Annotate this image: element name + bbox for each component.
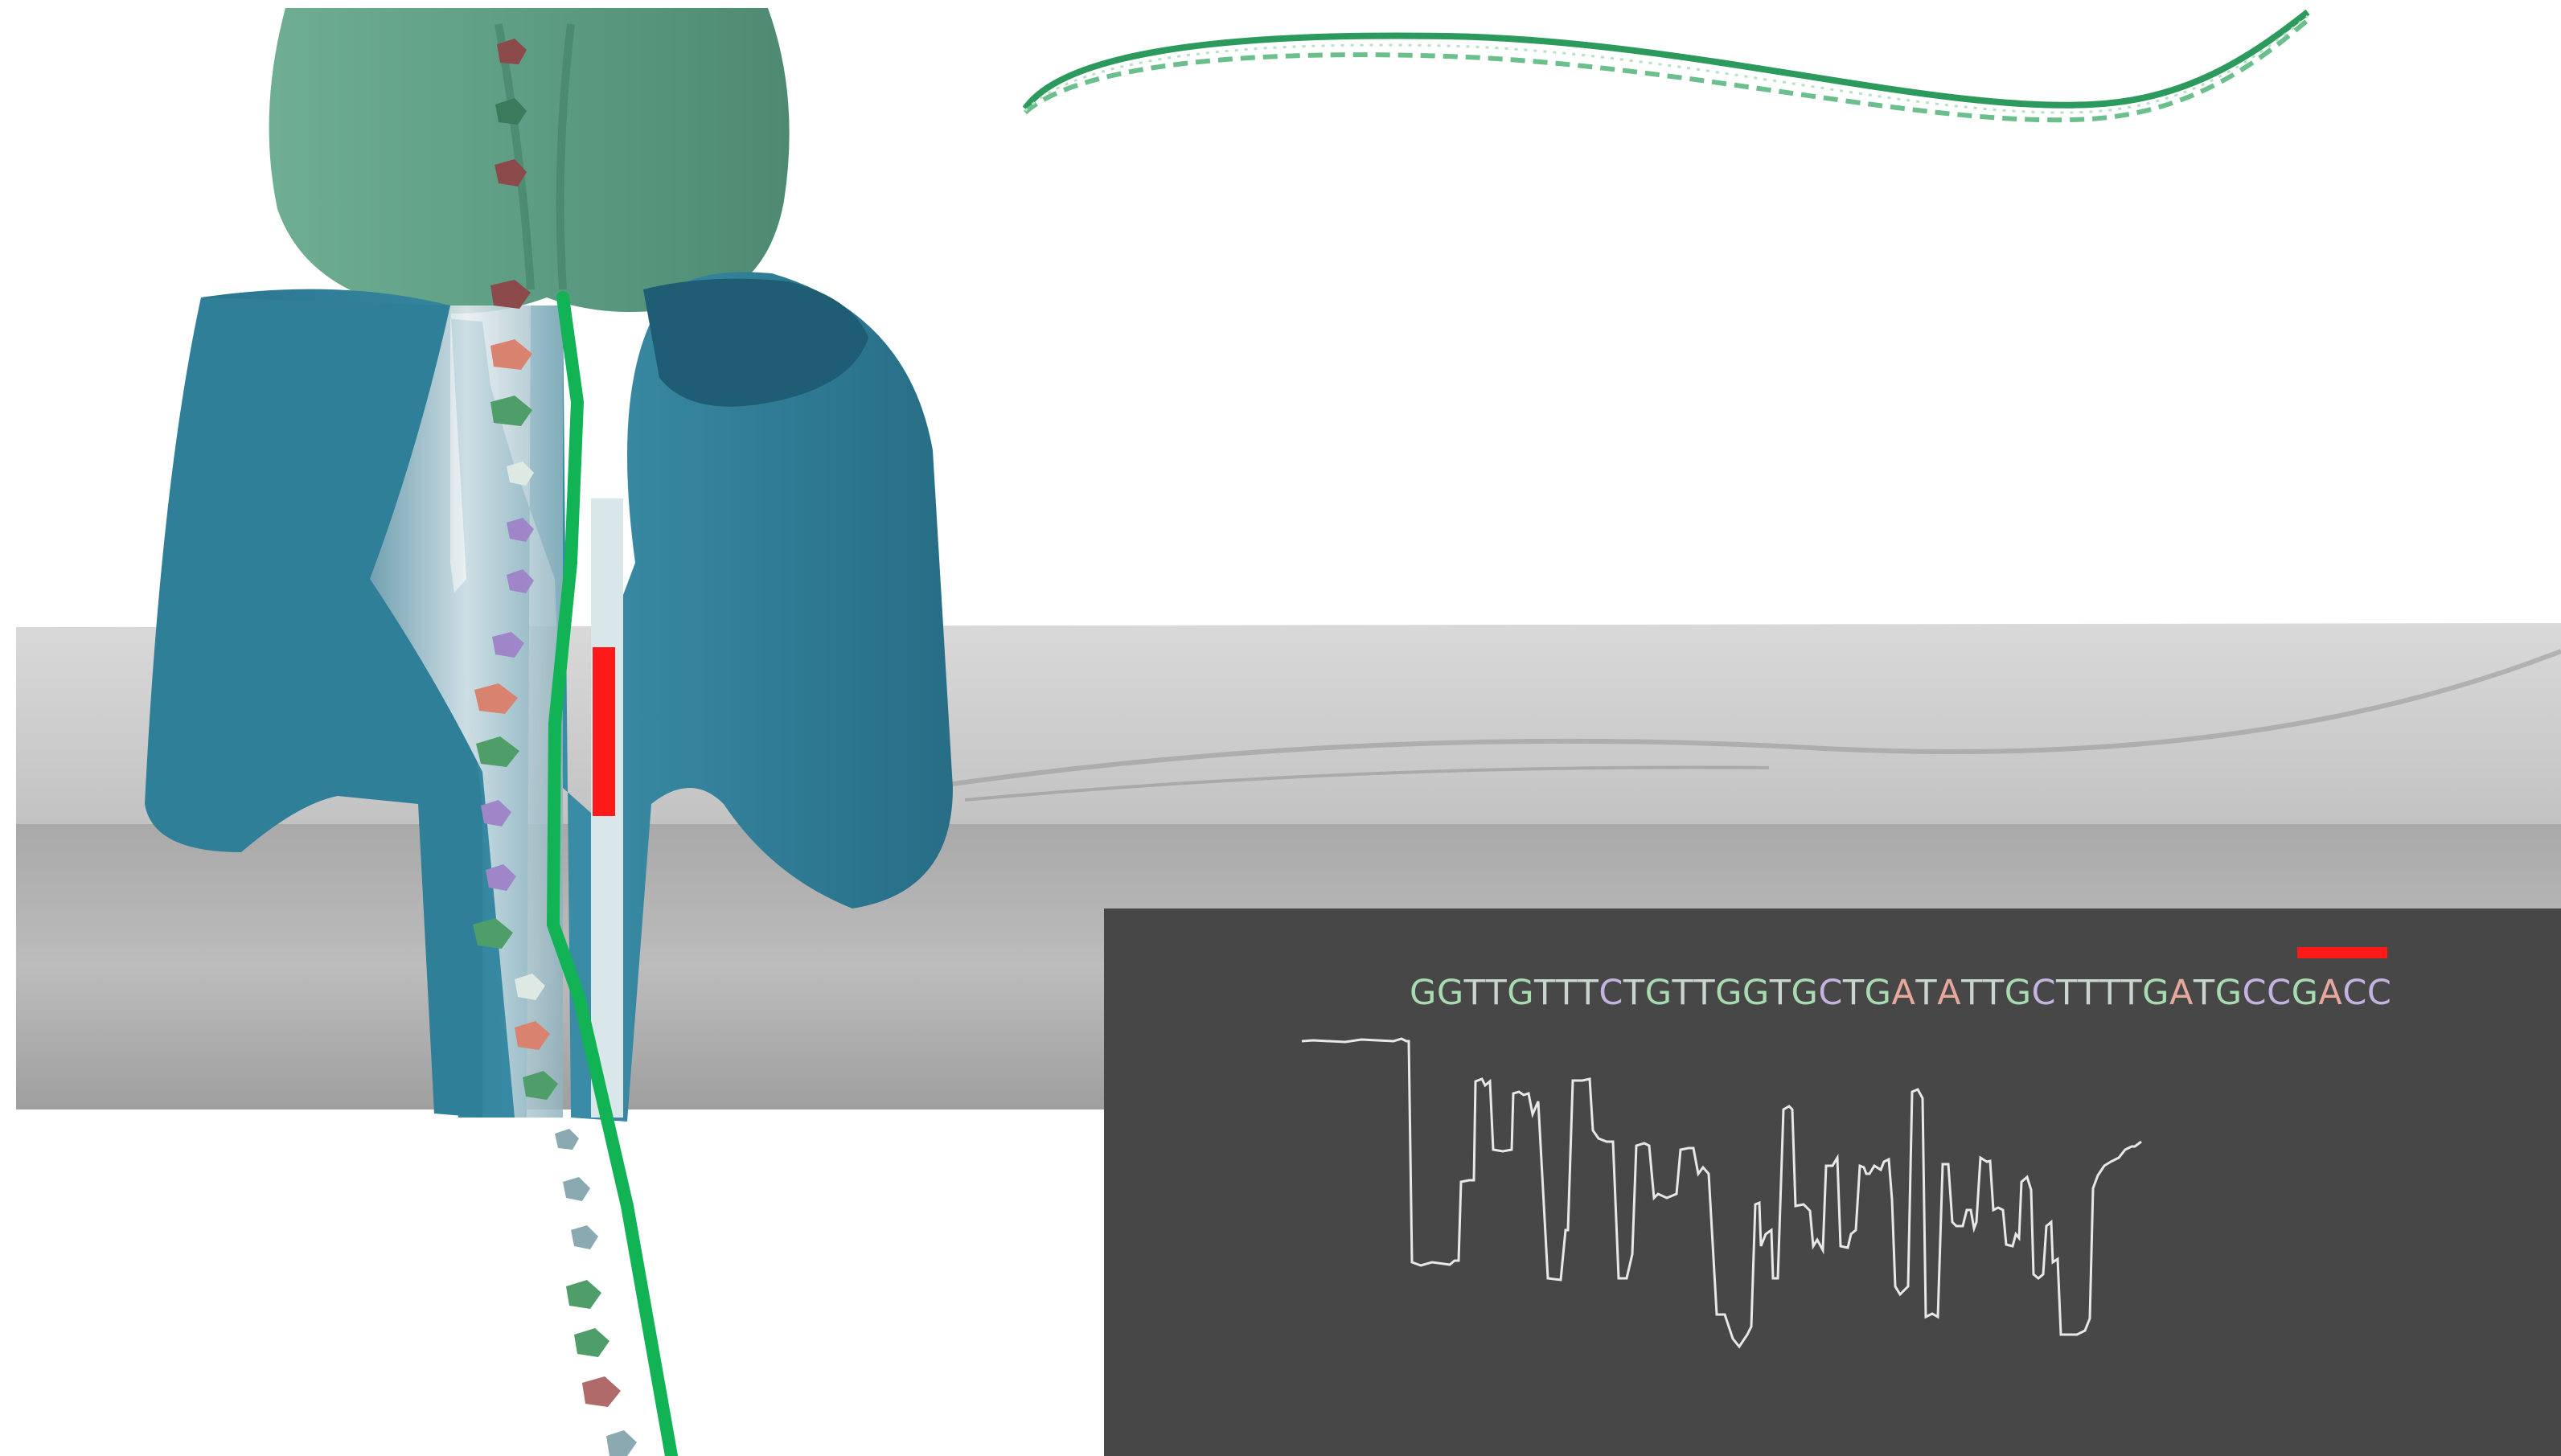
reader-indicator-bar (593, 647, 615, 816)
dna-double-helix (1025, 12, 2308, 120)
motor-protein (269, 8, 790, 314)
current-signal-trace (1104, 908, 2561, 1456)
signal-trace-line (1302, 1039, 2141, 1347)
signal-readout-panel: GGTTGTTTCTGTTGGTGCTGATATTGCTTTTGATGCCGAC… (1104, 908, 2561, 1456)
